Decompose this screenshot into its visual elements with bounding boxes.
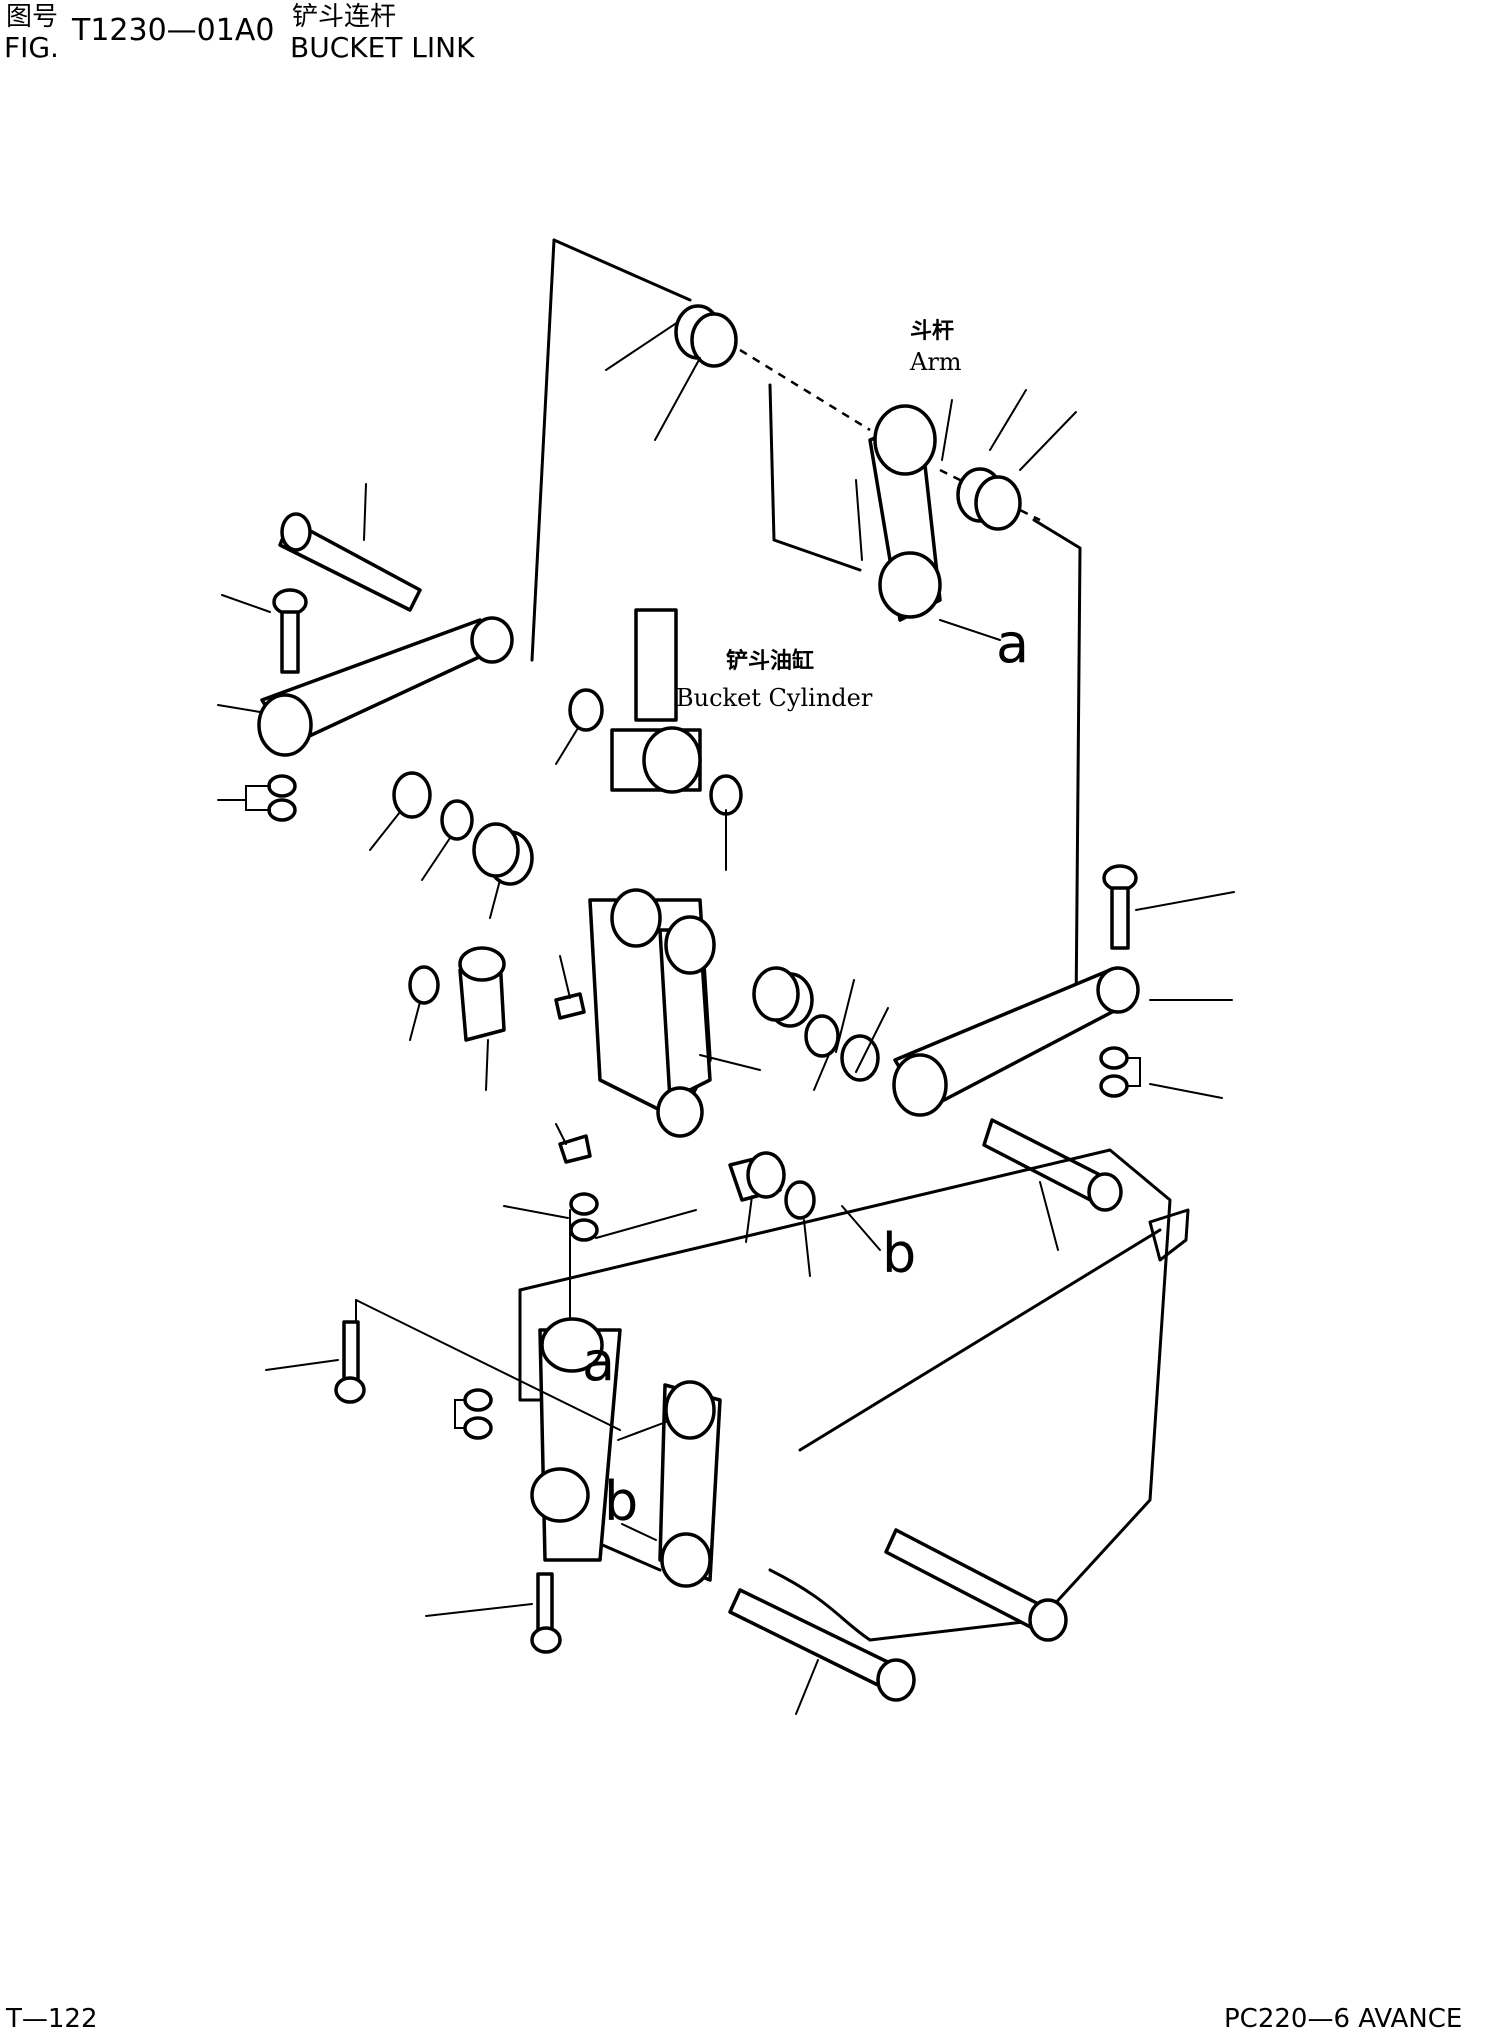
leader-line bbox=[989, 389, 1027, 451]
leader-line bbox=[941, 399, 953, 461]
seal bbox=[709, 774, 743, 816]
leader-line bbox=[621, 1523, 657, 1541]
leader-line bbox=[559, 955, 571, 999]
leader-line bbox=[617, 1421, 667, 1441]
leader-line bbox=[421, 837, 451, 881]
washer bbox=[568, 688, 604, 732]
fig-label-cn: 图号 bbox=[6, 2, 59, 32]
leader-line bbox=[813, 1051, 831, 1091]
leader-line bbox=[409, 1001, 421, 1041]
seal bbox=[408, 965, 440, 1005]
pin-bucket-upper bbox=[884, 1528, 1068, 1642]
leader-line bbox=[489, 879, 501, 919]
leader-line bbox=[555, 727, 579, 765]
pin-axis-line bbox=[739, 348, 871, 432]
bolt-lower bbox=[530, 1572, 562, 1654]
nut-left bbox=[267, 774, 297, 822]
model-name: PC220—6 AVANCE bbox=[1224, 2004, 1463, 2034]
leader-line bbox=[363, 483, 367, 541]
leader-line bbox=[217, 704, 261, 713]
pin-bucket-lower bbox=[728, 1588, 916, 1702]
leader-line bbox=[355, 1299, 621, 1431]
arm-label-cn: 斗杆 bbox=[910, 318, 954, 344]
arm-label-en: Arm bbox=[909, 348, 962, 376]
assembly-frame-line bbox=[552, 238, 692, 302]
page-number: T—122 bbox=[6, 2004, 98, 2034]
leader-line bbox=[217, 785, 271, 801]
leader-line bbox=[485, 1039, 489, 1091]
leader-line bbox=[855, 479, 863, 561]
leader-line bbox=[745, 1195, 753, 1243]
bucket-cylinder-label-en: Bucket Cylinder bbox=[676, 684, 873, 712]
leader-line bbox=[835, 979, 855, 1053]
ref-mark-b: b bbox=[604, 1470, 638, 1533]
pin-axis-line bbox=[939, 468, 1041, 522]
nut-lower-center bbox=[569, 1192, 599, 1242]
leader-line bbox=[1149, 1083, 1223, 1099]
assembly-frame-line bbox=[1032, 518, 1082, 1016]
washer-upper-left bbox=[674, 304, 738, 368]
pin-right bbox=[982, 1118, 1123, 1212]
assembly-frame-line bbox=[530, 238, 556, 662]
leader-line bbox=[654, 357, 701, 441]
title-cn: 铲斗连杆 bbox=[292, 2, 397, 32]
bucket bbox=[518, 1148, 1190, 1642]
leader-line bbox=[1127, 1057, 1141, 1087]
leader-line bbox=[803, 1219, 811, 1277]
bushing-lower bbox=[728, 1151, 786, 1202]
leader-line bbox=[221, 594, 271, 613]
title-en: BUCKET LINK bbox=[290, 31, 475, 64]
leader-line bbox=[1039, 1181, 1059, 1251]
seal-lower bbox=[784, 1180, 816, 1220]
leader-line bbox=[855, 1007, 889, 1073]
bolt-lower-left bbox=[334, 1320, 366, 1404]
ref-mark-a: a bbox=[582, 1330, 615, 1393]
assembly-frame-line bbox=[768, 383, 862, 572]
fig-label-en: FIG. bbox=[4, 31, 59, 64]
leader-line bbox=[425, 1603, 533, 1617]
bolt-right bbox=[1102, 864, 1138, 950]
ref-mark-b: b bbox=[882, 1222, 916, 1285]
leader-line bbox=[1019, 411, 1077, 471]
leader-line bbox=[1135, 891, 1235, 911]
washer bbox=[392, 771, 432, 819]
grease-fitting bbox=[554, 992, 586, 1020]
link-left bbox=[257, 616, 514, 757]
bushing bbox=[752, 966, 814, 1028]
washer-upper-right bbox=[956, 467, 1022, 531]
leader-line bbox=[939, 619, 1001, 641]
ref-mark-a: a bbox=[996, 612, 1029, 675]
seal bbox=[804, 1014, 840, 1058]
arm-end bbox=[868, 404, 942, 622]
leader-line bbox=[795, 1659, 819, 1715]
leader-line bbox=[699, 1054, 761, 1071]
h-link bbox=[588, 888, 716, 1138]
link-right bbox=[892, 966, 1140, 1117]
leader-line bbox=[265, 1359, 339, 1371]
seal bbox=[440, 799, 474, 841]
leader-line bbox=[555, 1123, 567, 1145]
leader-line bbox=[841, 1205, 881, 1251]
bolt-upper-left bbox=[272, 588, 308, 674]
bushing bbox=[458, 946, 506, 1042]
figure-code: T1230—01A0 bbox=[72, 13, 275, 48]
leader-line bbox=[503, 1205, 569, 1219]
leader-line bbox=[605, 321, 679, 371]
bushing bbox=[472, 822, 534, 886]
leader-line bbox=[454, 1399, 465, 1429]
bucket-cylinder-rod-end bbox=[610, 608, 702, 794]
grease-fitting bbox=[558, 1134, 592, 1164]
bucket-cylinder-label-cn: 铲斗油缸 bbox=[726, 648, 814, 674]
nut-lower-left bbox=[463, 1388, 493, 1440]
pin-upper-left bbox=[278, 512, 422, 612]
leader-line bbox=[595, 1209, 697, 1239]
leader-line bbox=[245, 799, 271, 811]
washer bbox=[840, 1034, 880, 1082]
leader-line bbox=[369, 811, 401, 851]
nut-right bbox=[1099, 1046, 1129, 1098]
